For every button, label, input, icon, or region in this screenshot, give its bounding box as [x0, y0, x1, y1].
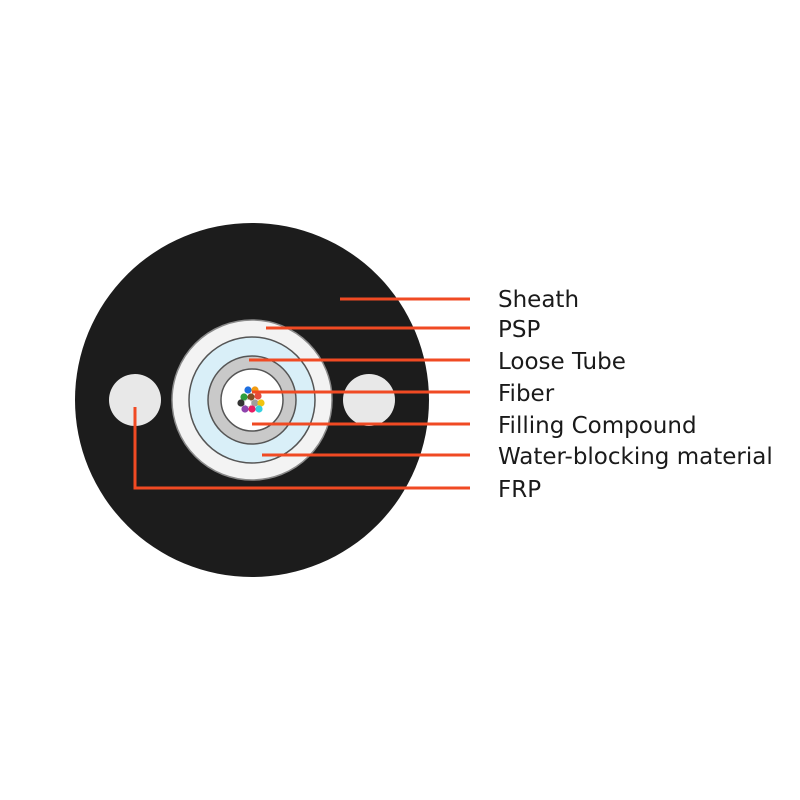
fiber-bundle — [237, 386, 265, 413]
fiber-dot — [237, 399, 245, 407]
frp-right-circle — [343, 374, 395, 426]
fiber-dot — [255, 405, 263, 413]
label-sheath: Sheath — [498, 287, 579, 313]
fiber-dot — [247, 393, 255, 401]
leader-lines — [133, 297, 470, 490]
fiber-dot — [257, 399, 265, 407]
frp-left-circle — [109, 374, 161, 426]
fiber-dot — [241, 405, 249, 413]
label-fiber: Fiber — [498, 381, 555, 407]
fiber-dot — [248, 405, 256, 413]
label-loose-tube: Loose Tube — [498, 349, 626, 375]
label-frp: FRP — [498, 477, 541, 503]
fiber-dot — [240, 393, 248, 401]
label-water-blocking-material: Water-blocking material — [498, 444, 773, 470]
fiber-dot — [254, 392, 262, 400]
label-psp: PSP — [498, 317, 540, 343]
fiber-dot — [244, 386, 252, 394]
label-filling-compound: Filling Compound — [498, 413, 697, 439]
leader-line-frp — [133, 407, 470, 490]
fiber-dot — [251, 399, 259, 407]
